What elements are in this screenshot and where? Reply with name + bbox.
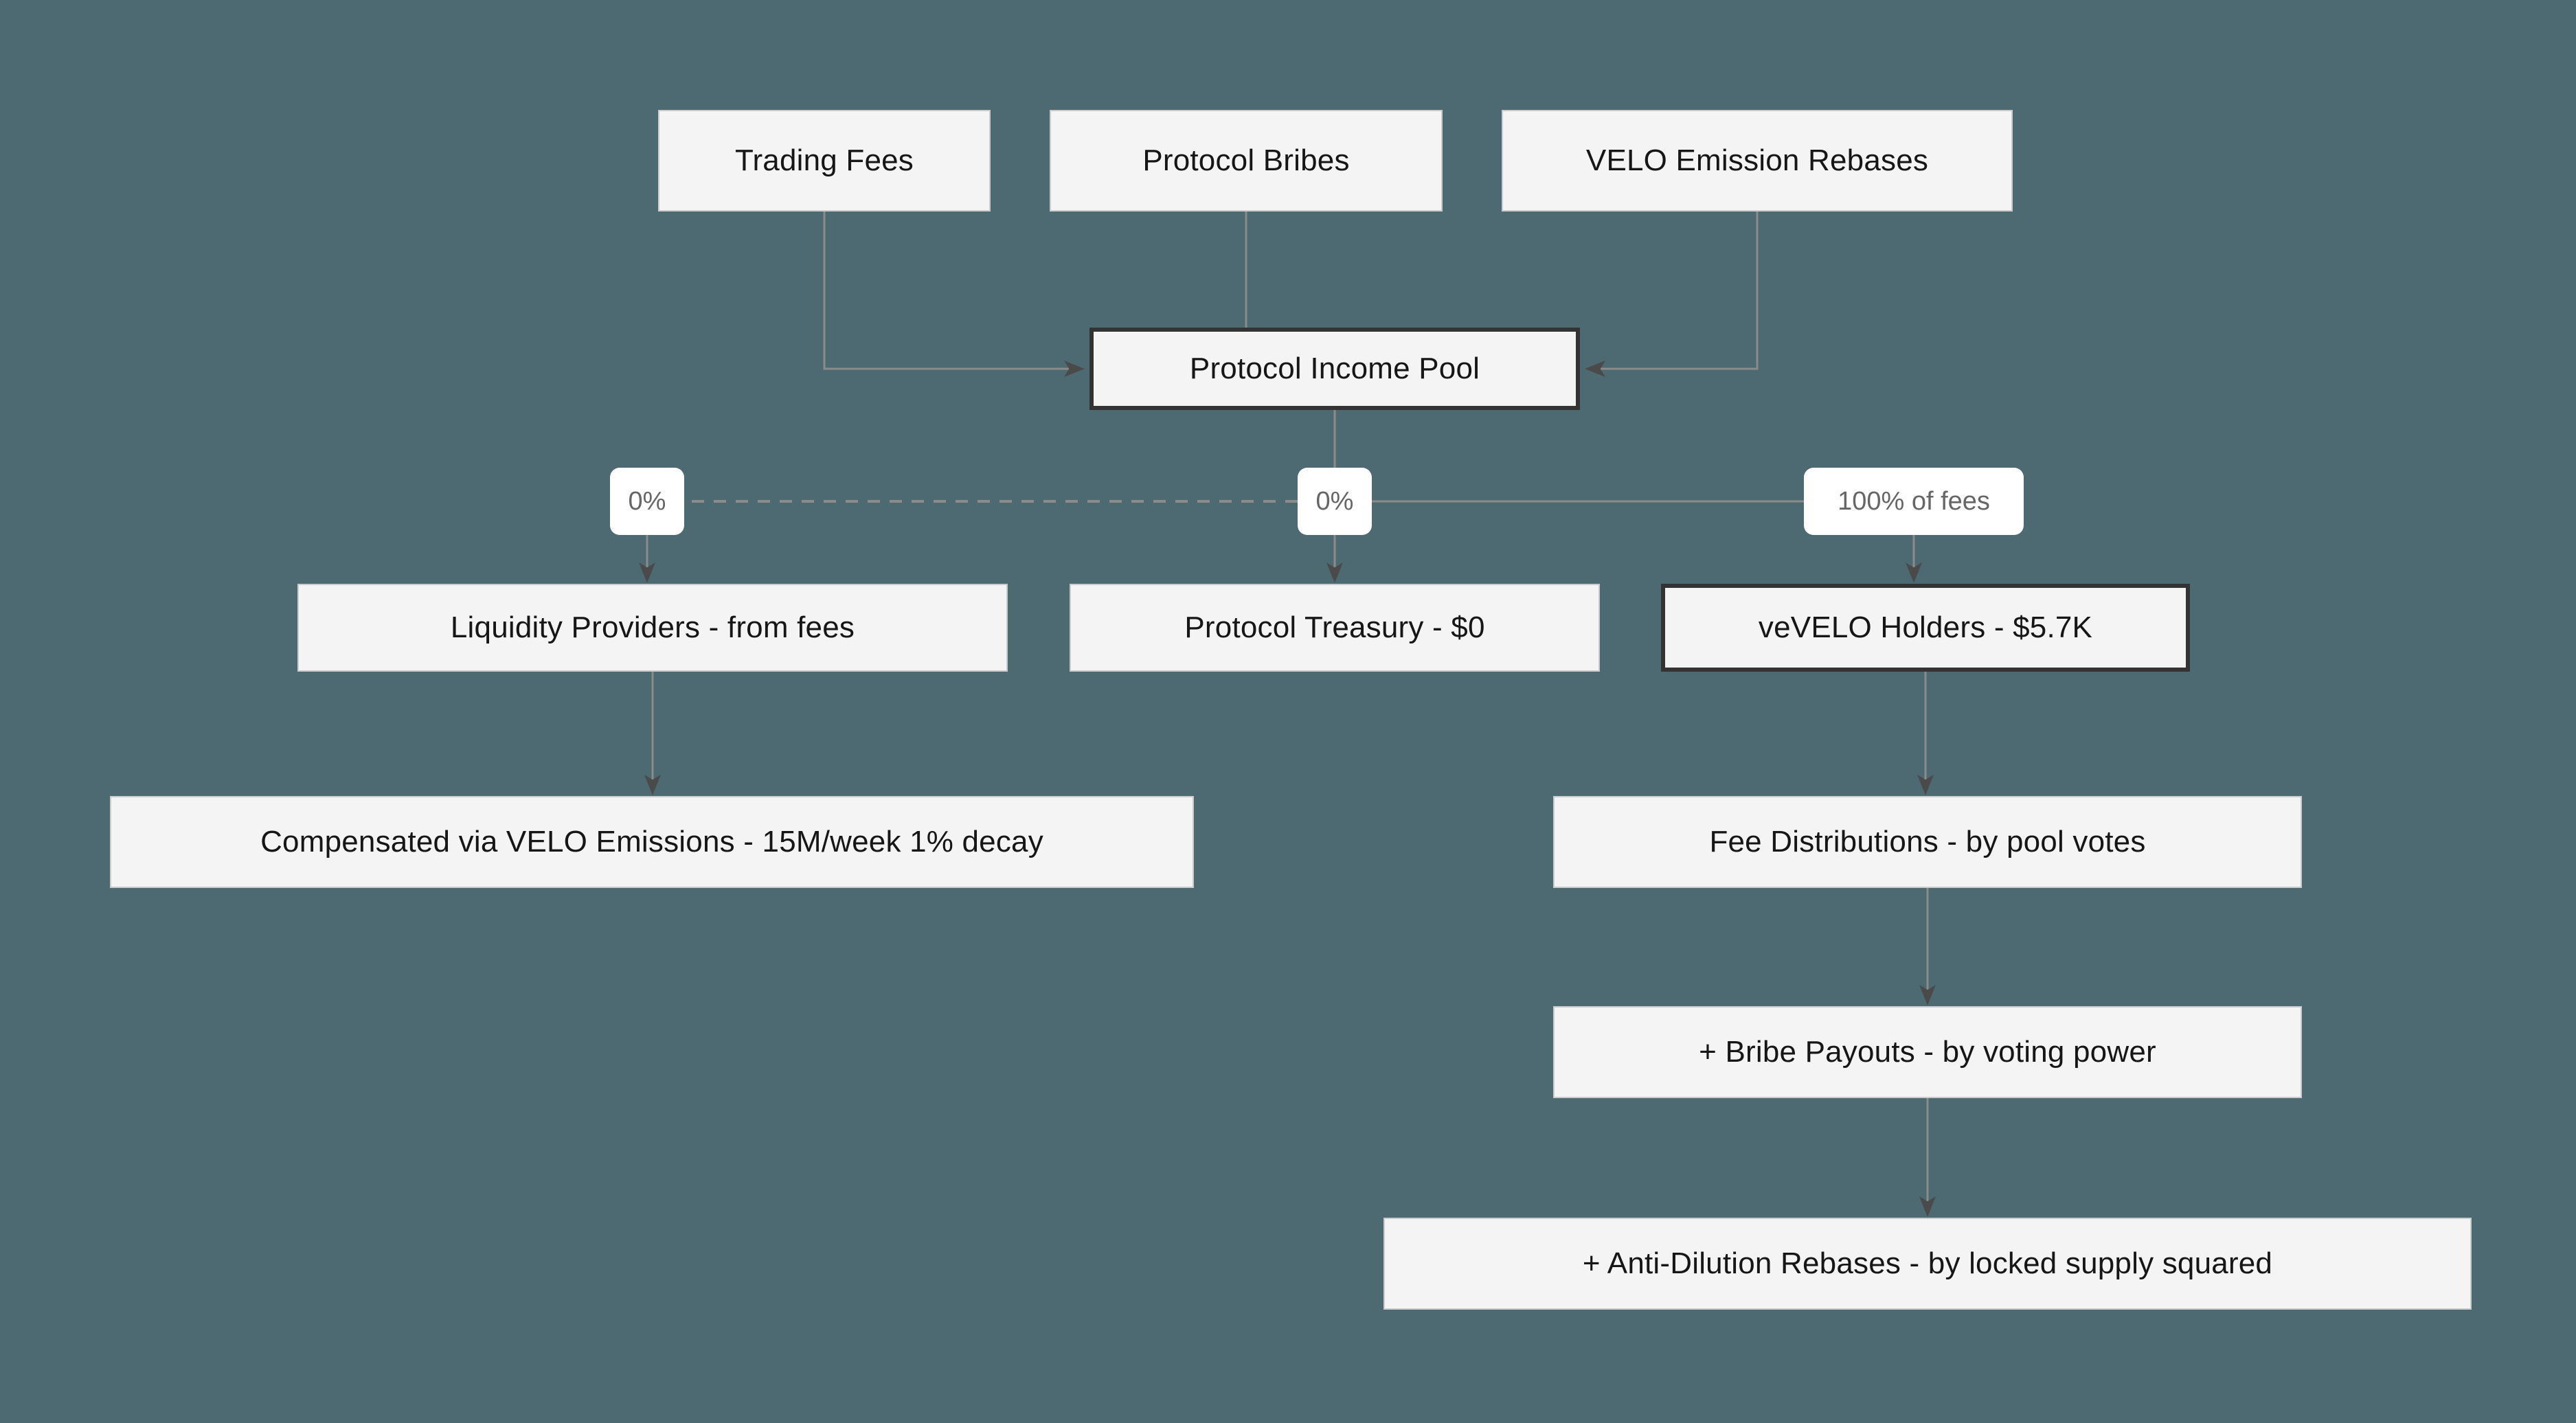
node-label: Compensated via VELO Emissions - 15M/wee… <box>260 825 1043 858</box>
node-trading-fees[interactable]: Trading Fees <box>658 110 991 212</box>
edge-trading-fees-to-pool <box>823 212 1085 377</box>
node-velo-emission-rebases[interactable]: VELO Emission Rebases <box>1502 110 2013 212</box>
node-label: Fee Distributions - by pool votes <box>1709 825 2146 858</box>
edge-velo-rebases-to-pool <box>1585 212 1759 377</box>
node-compensated-via-velo-emissions[interactable]: Compensated via VELO Emissions - 15M/wee… <box>110 796 1194 888</box>
node-protocol-treasury[interactable]: Protocol Treasury - $0 <box>1070 584 1600 672</box>
node-protocol-income-pool[interactable]: Protocol Income Pool <box>1089 328 1580 410</box>
edge-label-text: 100% of fees <box>1838 487 1990 516</box>
node-label: Liquidity Providers - from fees <box>450 611 855 644</box>
node-label: Protocol Treasury - $0 <box>1184 611 1485 644</box>
node-liquidity-providers[interactable]: Liquidity Providers - from fees <box>297 584 1008 672</box>
node-fee-distributions[interactable]: Fee Distributions - by pool votes <box>1553 796 2302 888</box>
edge-label-text: 0% <box>628 487 666 516</box>
edge-label-text: 0% <box>1315 487 1354 516</box>
node-protocol-bribes[interactable]: Protocol Bribes <box>1050 110 1443 212</box>
node-bribe-payouts[interactable]: + Bribe Payouts - by voting power <box>1553 1006 2302 1098</box>
node-label: Trading Fees <box>735 144 914 177</box>
edge-label-treasury-share: 0% <box>1298 468 1372 535</box>
node-label: + Anti-Dilution Rebases - by locked supp… <box>1582 1246 2273 1280</box>
node-label: Protocol Bribes <box>1142 144 1350 177</box>
node-label: + Bribe Payouts - by voting power <box>1699 1035 2156 1069</box>
edge-label-vevelo-share: 100% of fees <box>1804 468 2024 535</box>
node-vevelo-holders[interactable]: veVELO Holders - $5.7K <box>1661 584 2190 672</box>
node-label: VELO Emission Rebases <box>1585 144 1929 177</box>
node-anti-dilution-rebases[interactable]: + Anti-Dilution Rebases - by locked supp… <box>1383 1218 2472 1310</box>
edge-label-liquidity-share: 0% <box>610 468 684 535</box>
node-label: Protocol Income Pool <box>1189 352 1480 385</box>
node-label: veVELO Holders - $5.7K <box>1758 611 2093 644</box>
